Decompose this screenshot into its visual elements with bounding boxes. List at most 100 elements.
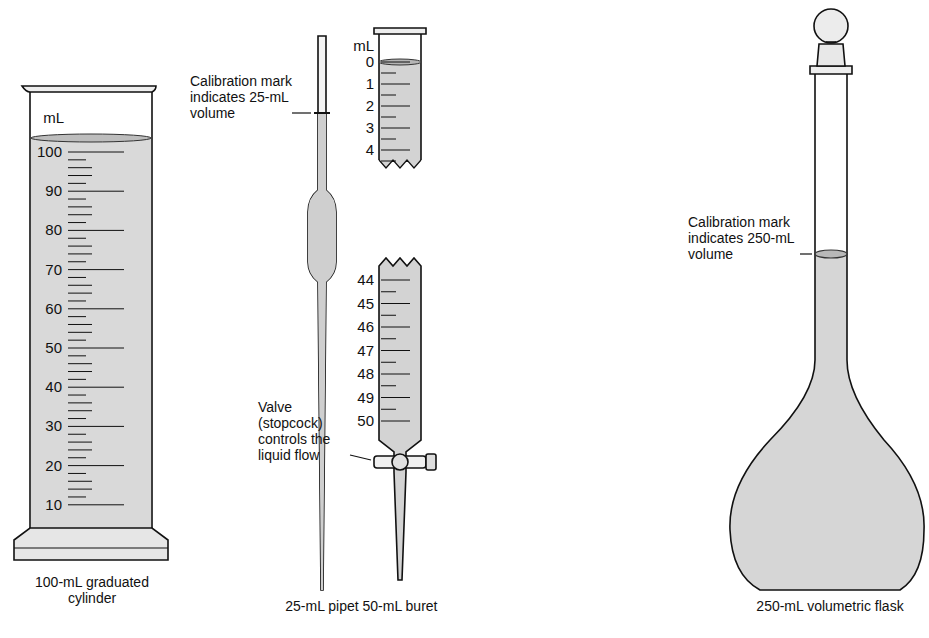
graduation-tick bbox=[381, 385, 396, 386]
flask-liquid bbox=[730, 254, 924, 590]
calibration-mark bbox=[314, 112, 330, 114]
graduation-tick bbox=[68, 402, 92, 403]
flask-lip bbox=[810, 66, 852, 74]
graduation-tick bbox=[68, 324, 92, 325]
scale-number: 45 bbox=[340, 296, 374, 312]
scale-number: 10 bbox=[28, 497, 62, 513]
graduation-tick bbox=[68, 332, 92, 333]
buret-lower bbox=[379, 258, 421, 580]
scale-number: 47 bbox=[340, 343, 374, 359]
graduation-tick bbox=[68, 253, 92, 254]
scale-number: 3 bbox=[340, 120, 374, 136]
graduation-tick bbox=[68, 269, 124, 270]
pipet-outline bbox=[308, 36, 336, 590]
scale-number: 40 bbox=[28, 379, 62, 395]
graduation-tick bbox=[381, 95, 396, 96]
scale-number: 50 bbox=[340, 413, 374, 429]
graduation-tick bbox=[381, 362, 396, 363]
graduation-tick bbox=[68, 238, 86, 239]
graduation-tick bbox=[68, 277, 86, 278]
scale-number: 30 bbox=[28, 418, 62, 434]
graduation-tick bbox=[381, 139, 396, 140]
graduation-tick bbox=[68, 285, 92, 286]
stopcock-handle bbox=[426, 454, 436, 470]
graduation-tick bbox=[68, 316, 86, 317]
graduation-tick bbox=[68, 465, 124, 466]
graduation-tick bbox=[381, 84, 410, 85]
scale-number: 90 bbox=[28, 183, 62, 199]
callout-text: Valve (stopcock) controls the liquid flo… bbox=[258, 399, 354, 463]
graduation-tick bbox=[68, 246, 92, 247]
callout-text: Calibration mark indicates 25-mL volume bbox=[190, 73, 294, 121]
break-edge bbox=[379, 160, 421, 168]
scale-number: 44 bbox=[340, 272, 374, 288]
graduation-tick bbox=[68, 410, 92, 411]
caption: 250-mL volumetric flask bbox=[740, 598, 920, 614]
calibration-mark bbox=[815, 250, 847, 258]
meniscus bbox=[379, 59, 421, 65]
graduation-tick bbox=[68, 300, 86, 301]
graduation-tick bbox=[68, 199, 86, 200]
graduation-tick bbox=[68, 261, 86, 262]
leader-line bbox=[292, 112, 311, 113]
graduation-tick bbox=[381, 421, 410, 422]
graduation-tick bbox=[68, 308, 124, 309]
graduation-tick bbox=[381, 409, 396, 410]
graduation-tick bbox=[381, 327, 410, 328]
graduation-tick bbox=[381, 117, 396, 118]
graduation-tick bbox=[381, 73, 396, 74]
unit-label: mL bbox=[340, 38, 374, 54]
graduation-tick bbox=[68, 434, 86, 435]
scale-number: 49 bbox=[340, 390, 374, 406]
meniscus bbox=[31, 134, 151, 142]
graduation-tick bbox=[381, 303, 410, 304]
graduation-tick bbox=[68, 293, 92, 294]
graduation-tick bbox=[68, 496, 86, 497]
graduation-tick bbox=[381, 62, 410, 63]
graduation-tick bbox=[68, 191, 124, 192]
scale-number: 100 bbox=[28, 144, 62, 160]
graduation-tick bbox=[68, 426, 124, 427]
graduation-tick bbox=[68, 371, 92, 372]
graduation-tick bbox=[68, 473, 86, 474]
pipet-liquid bbox=[308, 113, 336, 590]
graduation-tick bbox=[68, 418, 86, 419]
graduation-tick bbox=[381, 106, 410, 107]
graduation-tick bbox=[381, 315, 396, 316]
base-edge bbox=[14, 548, 168, 549]
scale-number: 50 bbox=[28, 340, 62, 356]
scale-number: 60 bbox=[28, 301, 62, 317]
graduation-tick bbox=[68, 449, 92, 450]
graduation-tick bbox=[381, 150, 410, 151]
graduation-tick bbox=[68, 489, 92, 490]
leader-line bbox=[800, 253, 812, 254]
graduation-tick bbox=[68, 504, 124, 505]
graduation-tick bbox=[68, 175, 92, 176]
graduation-tick bbox=[68, 340, 86, 341]
cylinder-base bbox=[14, 528, 168, 560]
scale-number: 46 bbox=[340, 319, 374, 335]
scale-number: 0 bbox=[340, 54, 374, 70]
graduation-tick bbox=[68, 395, 86, 396]
buret-wall bbox=[379, 30, 421, 160]
stopper-knob bbox=[814, 9, 848, 43]
scale-number: 80 bbox=[28, 222, 62, 238]
graduation-tick bbox=[68, 183, 86, 184]
graduation-tick bbox=[381, 280, 410, 281]
graduation-tick bbox=[381, 338, 396, 339]
graduation-tick bbox=[381, 128, 410, 129]
stopper-neck bbox=[826, 41, 836, 43]
scale-number: 70 bbox=[28, 262, 62, 278]
graduation-tick bbox=[381, 161, 396, 162]
buret-lip bbox=[374, 28, 426, 34]
scale-number: 1 bbox=[340, 76, 374, 92]
buret-liquid bbox=[379, 62, 421, 168]
graduation-tick bbox=[68, 167, 92, 168]
graduation-tick bbox=[68, 442, 92, 443]
flask-outline bbox=[730, 74, 924, 590]
graduation-tick bbox=[68, 152, 124, 153]
graduation-tick bbox=[68, 355, 86, 356]
graduation-tick bbox=[381, 291, 396, 292]
